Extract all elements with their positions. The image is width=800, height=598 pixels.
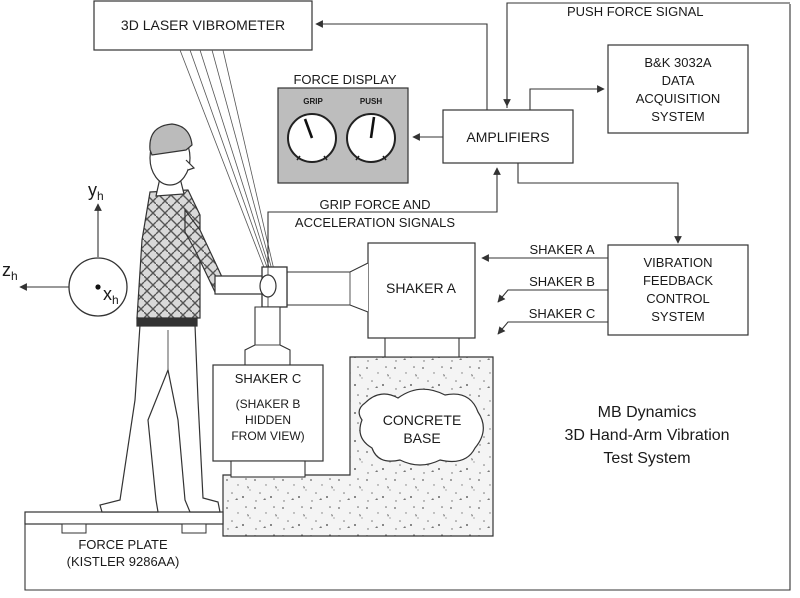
laser-vibrometer-label: 3D LASER VIBROMETER xyxy=(121,17,285,33)
caption-line1: MB Dynamics xyxy=(598,404,697,421)
daq-label-line2: DATA xyxy=(662,73,695,88)
shaker-c-unit: SHAKER C (SHAKER B HIDDEN FROM VIEW) xyxy=(212,306,324,478)
grip-gauge: GRIP xyxy=(287,97,337,163)
vfc-label-line4: SYSTEM xyxy=(651,309,704,324)
z-axis-sub: h xyxy=(11,269,18,283)
operator-figure xyxy=(99,123,277,513)
concrete-base-label-line2: BASE xyxy=(403,430,440,446)
amplifiers-label: AMPLIFIERS xyxy=(466,129,549,145)
force-display-label: FORCE DISPLAY xyxy=(293,72,396,87)
force-plate-label-line2: (KISTLER 9286AA) xyxy=(67,554,180,569)
vfc-label-line2: FEEDBACK xyxy=(643,273,713,288)
laser-beams xyxy=(179,49,275,271)
amp-to-vibrometer-arrow xyxy=(315,20,488,110)
force-plate-label-line1: FORCE PLATE xyxy=(78,537,168,552)
shaker-a-unit: SHAKER A xyxy=(286,242,476,358)
x-axis-sub: h xyxy=(112,293,119,307)
shaker-a-signal-label: SHAKER A xyxy=(529,242,594,257)
grip-signals-label-line2: ACCELERATION SIGNALS xyxy=(295,215,455,230)
concrete-base-label-line1: CONCRETE xyxy=(383,412,462,428)
diagram-caption: MB Dynamics 3D Hand-Arm Vibration Test S… xyxy=(564,404,729,467)
y-axis-main: y xyxy=(88,180,97,200)
caption-line3: Test System xyxy=(603,450,690,467)
amp-to-vfc-arrow xyxy=(517,163,682,244)
concrete-base: CONCRETE BASE xyxy=(222,356,494,537)
amplifiers-block: AMPLIFIERS xyxy=(442,109,574,164)
shaker-a-label: SHAKER A xyxy=(386,280,457,296)
outer-frame-line xyxy=(24,4,791,591)
shaker-c-label-line3: HIDDEN xyxy=(245,413,291,427)
grip-signal-path: GRIP FORCE AND ACCELERATION SIGNALS xyxy=(267,167,501,270)
vfc-system-block: VIBRATION FEEDBACK CONTROL SYSTEM xyxy=(607,244,749,336)
amp-to-daq-arrow xyxy=(529,85,605,110)
x-axis-dot xyxy=(95,284,101,290)
force-display-panel: FORCE DISPLAY GRIP PUSH xyxy=(277,72,409,184)
caption-line2: 3D Hand-Arm Vibration xyxy=(564,427,729,444)
push-gauge: PUSH xyxy=(346,97,396,163)
shaker-c-label-line4: FROM VIEW) xyxy=(231,429,304,443)
grip-signals-label-line1: GRIP FORCE AND xyxy=(319,197,430,212)
shaker-signal-lines: SHAKER A SHAKER B SHAKER C xyxy=(481,242,608,335)
force-plate: FORCE PLATE (KISTLER 9286AA) xyxy=(24,511,224,569)
shaker-c-label-line1: SHAKER C xyxy=(235,371,301,386)
y-axis-sub: h xyxy=(97,189,104,203)
shaker-c-signal-label: SHAKER C xyxy=(529,306,595,321)
push-gauge-label: PUSH xyxy=(360,97,382,106)
push-force-signal-path: PUSH FORCE SIGNAL xyxy=(503,2,790,108)
vfc-label-line1: VIBRATION xyxy=(643,255,712,270)
y-axis-label: yh xyxy=(88,180,104,203)
laser-vibrometer-block: 3D LASER VIBROMETER xyxy=(93,0,313,51)
shaker-b-signal-label: SHAKER B xyxy=(529,274,595,289)
daq-system-block: B&K 3032A DATA ACQUISITION SYSTEM xyxy=(607,44,749,134)
push-force-signal-label: PUSH FORCE SIGNAL xyxy=(567,4,704,19)
shaker-c-label-line2: (SHAKER B xyxy=(236,397,301,411)
hand-coordinate-system: yh zh xh xyxy=(2,180,128,317)
x-axis-label: xh xyxy=(103,284,119,307)
z-axis-label: zh xyxy=(2,260,18,283)
z-axis-main: z xyxy=(2,260,11,280)
grip-gauge-label: GRIP xyxy=(303,97,323,106)
vfc-label-line3: CONTROL xyxy=(646,291,710,306)
x-axis-main: x xyxy=(103,284,112,304)
daq-label-line1: B&K 3032A xyxy=(644,55,712,70)
daq-label-line4: SYSTEM xyxy=(651,109,704,124)
daq-label-line3: ACQUISITION xyxy=(636,91,721,106)
